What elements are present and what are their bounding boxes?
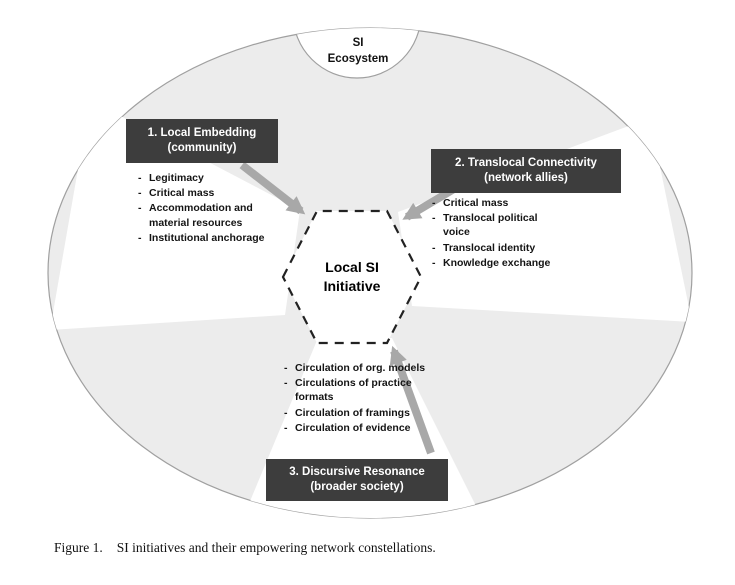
group-3-title-line1: 3. Discursive Resonance (289, 466, 425, 479)
group-1-title-line2: (community) (167, 142, 237, 154)
list-item: Legitimacy (138, 171, 290, 185)
group-1-box: 1. Local Embedding (community) (126, 119, 278, 163)
group-3-title-line2: (broader society) (310, 481, 404, 493)
group-2-box: 2. Translocal Connectivity (network alli… (431, 149, 621, 193)
initiative-hexagon (281, 209, 423, 345)
list-item-text: Legitimacy (149, 172, 204, 184)
list-item-text: Institutional anchorage (149, 231, 265, 244)
list-item: Circulation of framings (284, 406, 429, 420)
list-item: Critical mass (432, 196, 567, 210)
list-item: Critical mass (138, 186, 290, 200)
ecosystem-notch (292, 28, 422, 79)
ecosystem-label-line1: SI (352, 37, 364, 49)
list-item-text: Knowledge exchange (443, 256, 551, 269)
initiative-label-line2: Initiative (323, 277, 381, 294)
group-3-list: Circulation of org. models Circulations … (284, 361, 429, 436)
list-item-text: Translocal identity (443, 241, 536, 254)
list-item-text: Translocal political voice (443, 212, 538, 239)
initiative-label: Local SI Initiative (292, 258, 412, 296)
ecosystem-label: SI Ecosystem (308, 36, 408, 67)
figure-caption-text: SI initiatives and their empowering netw… (116, 540, 436, 555)
initiative-label-line1: Local SI (325, 259, 379, 275)
list-item-text: Circulation of evidence (295, 421, 411, 434)
list-item: Circulations of practice formats (284, 376, 429, 404)
group-1-list: Legitimacy Critical mass Accommodation a… (138, 171, 290, 246)
list-item: Institutional anchorage (138, 231, 290, 245)
list-item: Translocal political voice (432, 211, 567, 239)
list-item: Accommodation and material resources (138, 201, 290, 229)
list-item-text: Circulation of org. models (295, 362, 426, 374)
list-item-text: Circulation of framings (295, 406, 410, 419)
group-2-list: Critical mass Translocal political voice… (432, 196, 567, 271)
figure-caption: Figure 1. SI initiatives and their empowe… (54, 540, 694, 556)
list-item-text: Circulations of practice formats (295, 377, 412, 404)
list-item: Circulation of evidence (284, 421, 429, 435)
list-item-text: Critical mass (149, 187, 215, 200)
list-item-text: Critical mass (443, 197, 509, 209)
list-item: Knowledge exchange (432, 256, 567, 270)
ecosystem-label-line2: Ecosystem (327, 52, 389, 65)
group-2-title-line1: 2. Translocal Connectivity (455, 157, 597, 170)
list-item: Circulation of org. models (284, 361, 429, 375)
group-1-title-line1: 1. Local Embedding (147, 127, 257, 140)
figure-caption-label: Figure 1. (54, 540, 103, 555)
list-item: Translocal identity (432, 241, 567, 255)
group-3-box: 3. Discursive Resonance (broader society… (266, 459, 448, 501)
list-item-text: Accommodation and material resources (149, 202, 253, 229)
group-2-title-line2: (network allies) (484, 172, 568, 184)
